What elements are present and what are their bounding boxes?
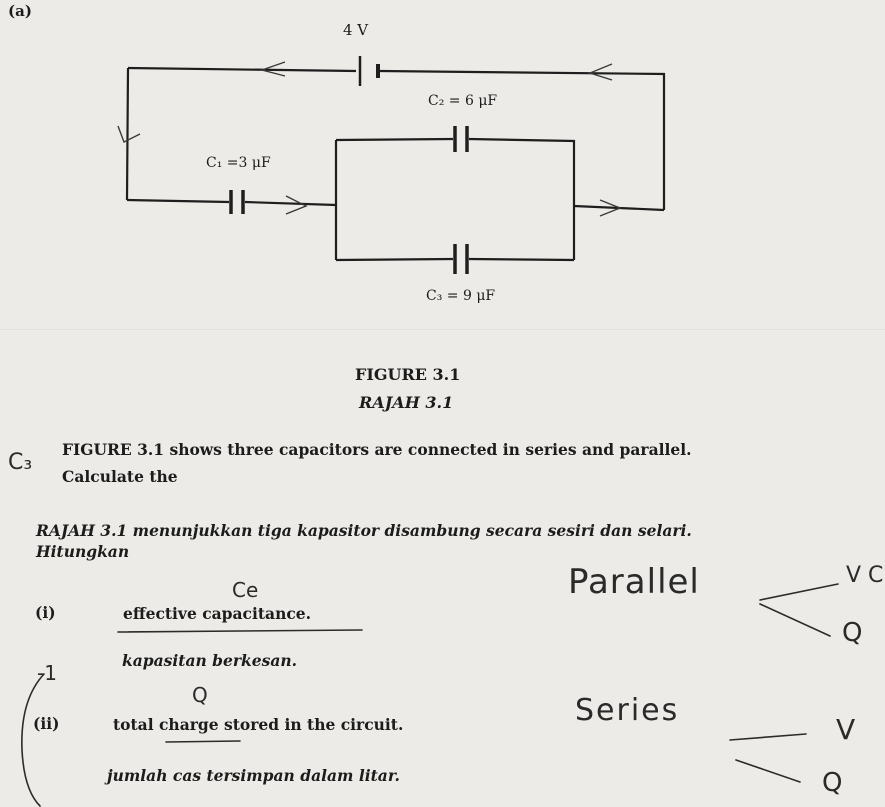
handwritten-ce: Ce [232,578,259,602]
circuit-diagram [0,56,885,330]
wire-bottom-c1-left [126,198,230,204]
arrow-top-left [259,61,286,77]
item-ii-number: (ii) [33,714,60,733]
wire-top-right [379,69,666,210]
wire-top-left [127,66,357,73]
voltage-label: 4 V [343,21,369,39]
c3-branch-right [468,257,575,262]
item-i-number: (i) [35,603,56,622]
wire-left [125,67,130,201]
wire-c1-right [244,200,337,207]
c3-label: C₃ = 9 μF [426,288,496,304]
bracket-left-margin [21,673,45,807]
c2-branch-right [468,137,576,260]
question-ms: RAJAH 3.1 menunjukkan tiga kapasitor dis… [36,521,692,540]
handwritten-vc: V C [846,563,884,588]
underline-total-charge [165,740,241,743]
c2-branch-left [335,137,454,142]
parallel-arrow-lower [759,603,831,637]
figure-caption-ms: RAJAH 3.1 [359,393,454,412]
item-ii-text-en: total charge stored in the circuit. [113,715,404,734]
parallel-arrow-upper [759,583,839,601]
handwritten-parallel: Parallel [568,562,700,602]
calculate-ms: Hitungkan [36,542,130,561]
handwritten-q-right-1: Q [842,618,863,648]
handwritten-minus-one: -1 [37,661,57,685]
part-label: (a) [8,2,32,20]
calculate-en: Calculate the [62,467,178,486]
item-i-text-en: effective capacitance. [123,604,312,623]
handwritten-q-right-2: Q [822,768,843,798]
arrow-top-right [587,63,613,81]
figure-caption-en: FIGURE 3.1 [355,365,461,384]
handwritten-series: Series [575,693,680,728]
arrow-left-down [117,125,141,143]
handwritten-v: V [836,713,856,746]
item-i-text-ms: kapasitan berkesan. [122,651,298,670]
c1-label: C₁ =3 μF [206,155,271,171]
underline-effective-capacitance [117,629,363,633]
handwritten-side-mark: C₃ [8,450,33,475]
item-ii-text-ms: jumlah cas tersimpan dalam litar. [107,766,400,785]
c2-label: C₂ = 6 μF [428,93,498,109]
c3-branch-left [335,257,454,262]
arrow-c1-right [285,195,308,215]
series-line-lower [735,759,801,783]
series-line-upper [729,733,807,741]
question-en: FIGURE 3.1 shows three capacitors are co… [62,440,692,459]
arrow-right-wire [599,199,622,217]
handwritten-q-note: Q [192,683,208,707]
